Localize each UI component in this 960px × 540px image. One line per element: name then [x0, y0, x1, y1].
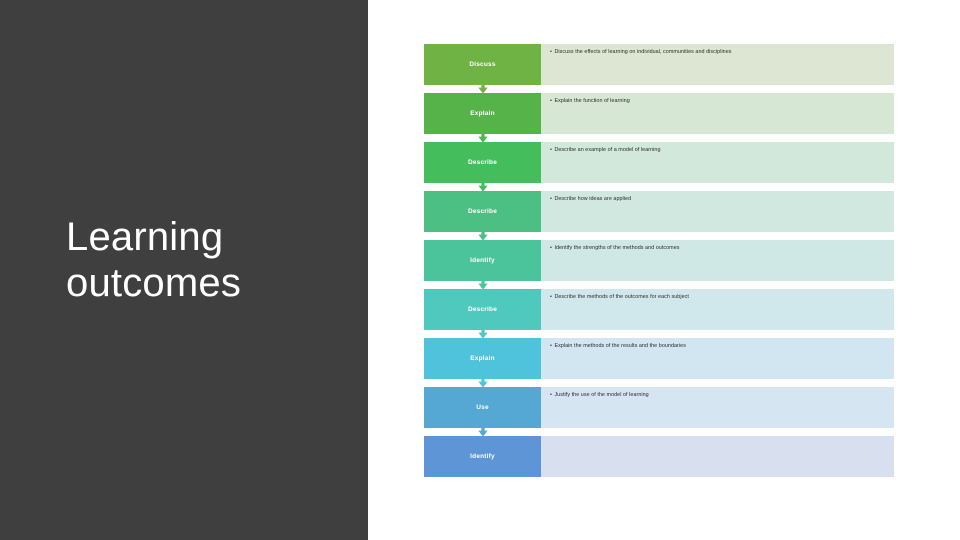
down-arrow-icon	[477, 375, 488, 388]
outcome-row: Use Justify the use of the model of learn…	[424, 387, 894, 428]
outcome-panel: Explain the function of learning	[541, 93, 894, 134]
verb-chip[interactable]: Explain	[424, 338, 541, 379]
verb-chip[interactable]: Describe	[424, 191, 541, 232]
outcome-panel: Justify the use of the model of learning	[541, 387, 894, 428]
outcome-panel: Identify the strengths of the methods an…	[541, 240, 894, 281]
verb-chip[interactable]: Identify	[424, 240, 541, 281]
outcome-row: Describe Describe the methods of the outc…	[424, 289, 894, 330]
outcome-panel: Describe how ideas are applied	[541, 191, 894, 232]
verb-chip[interactable]: Discuss	[424, 44, 541, 85]
outcome-text: Describe how ideas are applied	[550, 196, 631, 203]
outcome-text: Explain the methods of the results and t…	[550, 343, 686, 350]
learning-outcomes-flow: Discuss Discuss the effects of learning o…	[424, 44, 894, 484]
outcome-row: Identify	[424, 436, 894, 477]
verb-chip[interactable]: Describe	[424, 289, 541, 330]
outcome-row: Explain Explain the methods of the result…	[424, 338, 894, 379]
outcome-panel: Describe an example of a model of learni…	[541, 142, 894, 183]
down-arrow-icon	[477, 179, 488, 192]
outcome-panel: Describe the methods of the outcomes for…	[541, 289, 894, 330]
page-title: Learning outcomes	[66, 215, 242, 305]
verb-chip[interactable]: Use	[424, 387, 541, 428]
outcome-row: Explain Explain the function of learning	[424, 93, 894, 134]
down-arrow-icon	[477, 277, 488, 290]
outcome-row: Describe Describe how ideas are applied	[424, 191, 894, 232]
outcome-row: Describe Describe an example of a model o…	[424, 142, 894, 183]
outcome-text: Explain the function of learning	[550, 98, 630, 105]
outcome-text: Discuss the effects of learning on indiv…	[550, 49, 732, 56]
outcome-panel: Explain the methods of the results and t…	[541, 338, 894, 379]
down-arrow-icon	[477, 228, 488, 241]
outcome-row: Identify Identify the strengths of the me…	[424, 240, 894, 281]
sidebar-panel	[0, 0, 368, 540]
outcome-panel: Discuss the effects of learning on indiv…	[541, 44, 894, 85]
outcome-text: Identify the strengths of the methods an…	[550, 245, 680, 252]
outcome-panel	[541, 436, 894, 477]
down-arrow-icon	[477, 326, 488, 339]
outcome-text: Describe an example of a model of learni…	[550, 147, 661, 154]
outcome-text: Describe the methods of the outcomes for…	[550, 294, 689, 301]
down-arrow-icon	[477, 130, 488, 143]
down-arrow-icon	[477, 81, 488, 94]
down-arrow-icon	[477, 424, 488, 437]
verb-chip[interactable]: Describe	[424, 142, 541, 183]
verb-chip[interactable]: Explain	[424, 93, 541, 134]
outcome-text: Justify the use of the model of learning	[550, 392, 649, 399]
verb-chip[interactable]: Identify	[424, 436, 541, 477]
outcome-row: Discuss Discuss the effects of learning o…	[424, 44, 894, 85]
